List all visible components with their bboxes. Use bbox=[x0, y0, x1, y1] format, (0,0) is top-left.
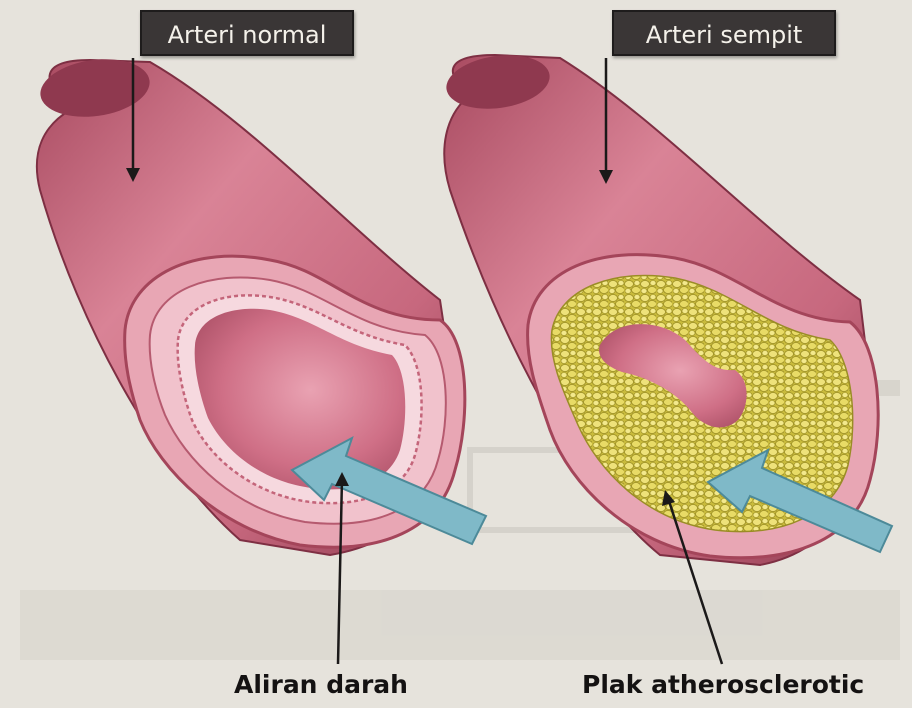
narrowed-artery-label: Arteri sempit bbox=[612, 10, 836, 56]
plaque-caption: Plak atherosclerotic bbox=[582, 670, 864, 699]
normal-artery bbox=[37, 53, 486, 664]
narrowed-artery bbox=[443, 49, 892, 664]
blood-flow-caption: Aliran darah bbox=[234, 670, 408, 699]
normal-artery-label: Arteri normal bbox=[140, 10, 354, 56]
